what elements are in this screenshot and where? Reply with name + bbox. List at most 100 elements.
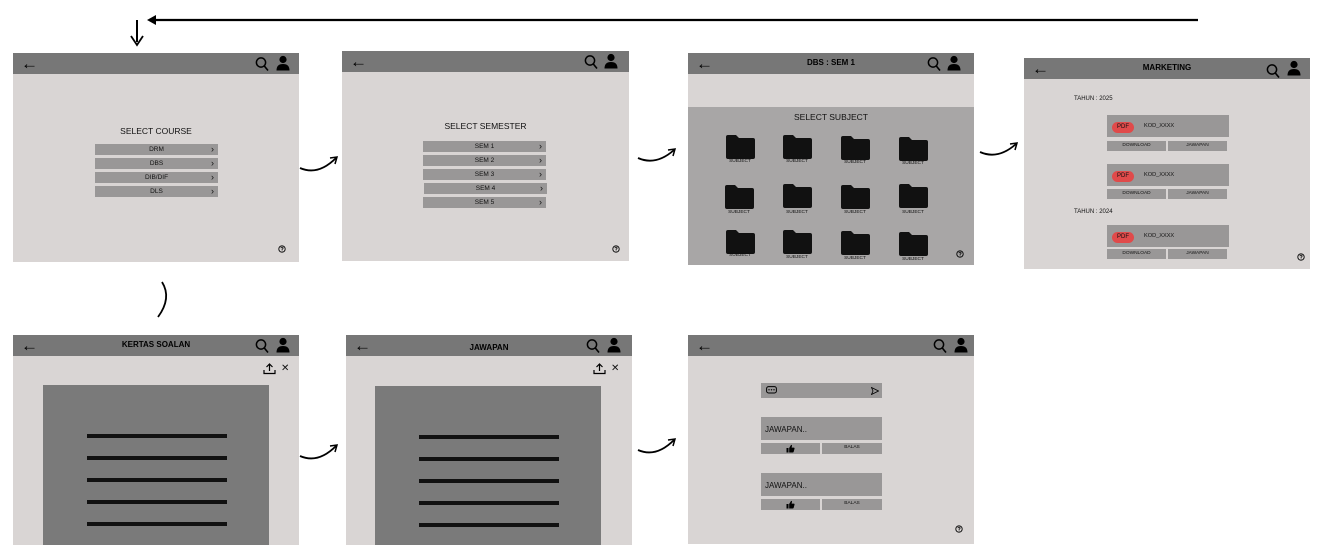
upload-icon[interactable]	[593, 363, 606, 375]
thumbs-up-icon	[786, 500, 795, 509]
search-icon[interactable]	[255, 338, 269, 354]
folder-icon[interactable]	[841, 136, 870, 160]
user-icon[interactable]	[276, 337, 290, 353]
chevron-right-icon: ›	[211, 172, 214, 182]
comment-input[interactable]	[761, 383, 882, 398]
close-icon[interactable]: ✕	[611, 363, 620, 374]
download-button[interactable]: DOWNLOAD	[1107, 141, 1166, 151]
answer-post: JAWAPAN..	[761, 417, 882, 440]
top-bar: ← JAWAPAN	[346, 335, 632, 356]
reply-button[interactable]: BALAS	[822, 499, 882, 510]
answer-button[interactable]: JAWAPAN	[1168, 189, 1227, 199]
user-icon[interactable]	[947, 55, 961, 71]
exam-file-card[interactable]: PDF KOD_XXXX	[1107, 164, 1229, 186]
folder-icon[interactable]	[783, 135, 812, 159]
text-line	[419, 457, 559, 461]
send-icon[interactable]	[871, 387, 879, 395]
search-icon[interactable]	[927, 56, 941, 72]
chevron-right-icon: ›	[211, 186, 214, 196]
folder-label: SUBJECT	[729, 253, 751, 258]
file-code: KOD_XXXX	[1144, 172, 1175, 178]
folder-icon[interactable]	[899, 184, 928, 208]
back-arrow-icon[interactable]: ←	[354, 336, 371, 355]
chevron-right-icon: ›	[539, 155, 542, 165]
top-bar: ←	[342, 51, 629, 72]
user-icon[interactable]	[604, 53, 618, 69]
search-icon[interactable]	[933, 338, 947, 354]
folder-icon[interactable]	[899, 232, 928, 256]
page-title: DBS : SEM 1	[806, 58, 855, 67]
user-icon[interactable]	[1287, 60, 1301, 76]
exam-file-card[interactable]: PDF KOD_XXXX	[1107, 115, 1229, 137]
folder-icon[interactable]	[899, 137, 928, 161]
semester-item-4[interactable]: SEM 4›	[424, 183, 547, 194]
folder-icon[interactable]	[726, 135, 755, 159]
pdf-badge: PDF	[1112, 122, 1134, 133]
page-heading: SELECT SUBJECT	[793, 112, 868, 122]
user-icon[interactable]	[276, 55, 290, 71]
reply-button[interactable]: BALAS	[822, 443, 882, 454]
top-bar: ← DBS : SEM 1	[688, 53, 974, 74]
semester-item-3[interactable]: SEM 3›	[423, 169, 546, 180]
folder-icon[interactable]	[726, 230, 755, 254]
down-arrow-head	[130, 35, 144, 47]
text-line	[419, 435, 559, 439]
folder-label: SUBJECT	[844, 210, 866, 215]
folder-icon[interactable]	[725, 185, 754, 209]
folder-icon[interactable]	[783, 184, 812, 208]
download-button[interactable]: DOWNLOAD	[1107, 189, 1166, 199]
upload-icon[interactable]	[263, 363, 276, 375]
search-icon[interactable]	[586, 338, 600, 354]
back-arrow-icon[interactable]: ←	[350, 52, 367, 71]
course-item-drm[interactable]: DRM›	[95, 144, 218, 155]
screen-select-course: ← SELECT COURSE DRM› DBS› DIB/DIF› DLS›	[13, 53, 299, 262]
like-button[interactable]	[761, 443, 820, 454]
help-icon[interactable]	[1297, 253, 1305, 261]
answer-button[interactable]: JAWAPAN	[1168, 141, 1227, 151]
text-line	[87, 500, 227, 504]
download-button[interactable]: DOWNLOAD	[1107, 249, 1166, 259]
help-icon[interactable]	[612, 245, 620, 253]
folder-icon[interactable]	[841, 231, 870, 255]
back-arrow-icon[interactable]: ←	[696, 54, 713, 73]
folder-icon[interactable]	[841, 185, 870, 209]
course-item-dls[interactable]: DLS›	[95, 186, 218, 197]
exam-file-card[interactable]: PDF KOD_XXXX	[1107, 225, 1229, 247]
text-line	[87, 456, 227, 460]
back-arrow-icon[interactable]: ←	[21, 336, 38, 355]
document-preview	[43, 385, 269, 545]
top-return-arrow-head	[147, 15, 156, 25]
user-icon[interactable]	[607, 337, 621, 353]
answer-text: JAWAPAN..	[765, 481, 807, 490]
answer-button[interactable]: JAWAPAN	[1168, 249, 1227, 259]
course-item-dib-dif[interactable]: DIB/DIF›	[95, 172, 218, 183]
text-line	[87, 478, 227, 482]
page-heading: SELECT SEMESTER	[444, 121, 527, 131]
flow-arrow-paper-answer	[299, 445, 337, 460]
top-bar: ←	[688, 335, 974, 356]
top-bar: ← KERTAS SOALAN	[13, 335, 299, 356]
back-arrow-icon[interactable]: ←	[696, 336, 713, 355]
semester-item-5[interactable]: SEM 5›	[423, 197, 546, 208]
semester-item-2[interactable]: SEM 2›	[423, 155, 546, 166]
semester-item-1[interactable]: SEM 1›	[423, 141, 546, 152]
folder-icon[interactable]	[783, 230, 812, 254]
chevron-right-icon: ›	[539, 141, 542, 151]
help-icon[interactable]	[956, 250, 964, 258]
thumbs-up-icon	[786, 444, 795, 453]
help-icon[interactable]	[278, 245, 286, 253]
back-arrow-icon[interactable]: ←	[21, 54, 38, 73]
back-arrow-icon[interactable]: ←	[1032, 59, 1049, 78]
like-button[interactable]	[761, 499, 820, 510]
search-icon[interactable]	[255, 56, 269, 72]
help-icon[interactable]	[955, 525, 963, 533]
flow-arrow-semester-subject	[637, 149, 675, 162]
close-icon[interactable]: ✕	[281, 363, 290, 374]
user-icon[interactable]	[954, 337, 968, 353]
screen-select-semester: ← SELECT SEMESTER SEM 1› SEM 2› SEM 3› S…	[342, 51, 629, 261]
chevron-right-icon: ›	[539, 197, 542, 207]
search-icon[interactable]	[1266, 63, 1280, 79]
course-item-dbs[interactable]: DBS›	[95, 158, 218, 169]
search-icon[interactable]	[584, 54, 598, 70]
